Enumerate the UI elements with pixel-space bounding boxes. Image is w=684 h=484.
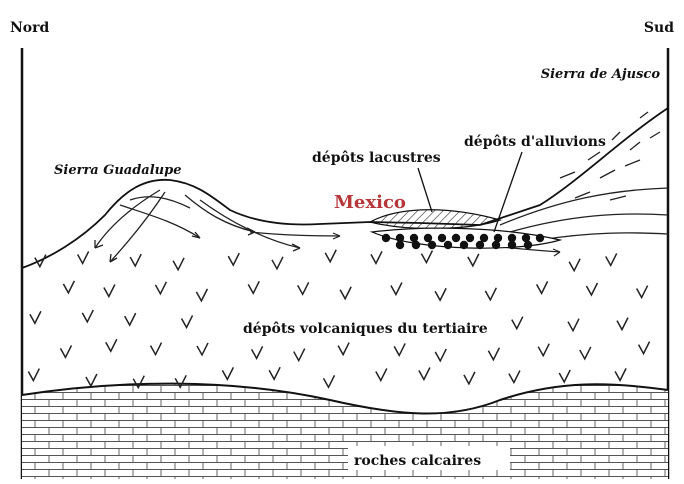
- volcanic-v-mark: [394, 343, 405, 355]
- label-sierra-ajusco: Sierra de Ajusco: [541, 67, 661, 82]
- volcanic-v-mark: [340, 287, 351, 299]
- volcanic-v-mark: [435, 288, 446, 300]
- volcanic-v-mark: [376, 368, 387, 380]
- label-city: Mexico: [334, 192, 406, 213]
- volcanic-v-mark: [272, 257, 283, 269]
- volcanic-v-mark: [104, 285, 115, 297]
- volcanic-v-mark: [606, 253, 617, 265]
- volcanic-v-mark: [580, 347, 591, 359]
- volcanic-v-mark: [228, 253, 239, 265]
- alluvial-dot: [452, 234, 460, 242]
- alluvial-dot: [460, 241, 468, 249]
- volcanic-v-mark: [196, 289, 207, 301]
- alluvial-dot: [438, 234, 446, 242]
- volcanic-v-mark: [106, 339, 117, 351]
- volcanic-v-mark: [538, 344, 549, 356]
- volcanic-v-mark: [435, 349, 446, 361]
- volcanic-v-mark: [325, 250, 336, 262]
- label-alluvial: dépôts d'alluvions: [464, 134, 606, 150]
- lacustrine-leader-line: [418, 168, 432, 212]
- volcanic-v-mark: [639, 342, 650, 354]
- volcanic-v-mark: [509, 371, 520, 383]
- volcanic-v-mark: [60, 345, 71, 357]
- label-south: Sud: [644, 20, 674, 36]
- label-north: Nord: [10, 20, 50, 36]
- terrain-surface-line: [22, 108, 668, 268]
- alluvial-dot: [382, 234, 390, 242]
- volcanic-v-mark: [615, 368, 626, 380]
- volcanic-v-mark: [586, 283, 597, 295]
- volcanic-v-mark: [464, 372, 475, 384]
- alluvial-dot: [396, 241, 404, 249]
- volcanic-v-mark: [512, 317, 523, 329]
- volcanic-v-mark: [559, 370, 570, 382]
- volcanic-v-mark: [125, 313, 136, 325]
- volcanic-v-mark: [421, 251, 432, 263]
- volcanic-v-mark: [537, 281, 548, 293]
- volcanic-v-mark: [63, 281, 74, 293]
- alluvial-dot: [412, 241, 420, 249]
- volcanic-v-mark: [82, 310, 93, 322]
- alluvial-dot: [524, 241, 532, 249]
- volcanic-v-mark: [391, 283, 402, 295]
- volcanic-v-mark: [468, 254, 479, 266]
- volcanic-v-mark: [78, 251, 89, 263]
- volcanic-v-mark: [222, 367, 233, 379]
- sierra-ajusco-strata: [500, 112, 668, 240]
- volcanic-v-mark: [269, 367, 280, 379]
- volcanic-v-mark: [338, 343, 349, 355]
- volcanic-v-mark: [569, 259, 580, 271]
- alluvial-leader-line: [494, 152, 522, 232]
- volcanic-v-mark: [173, 258, 184, 270]
- volcanic-v-mark: [419, 368, 430, 380]
- volcanic-v-mark: [182, 315, 193, 327]
- label-sierra-guadalupe: Sierra Guadalupe: [54, 163, 182, 178]
- volcanic-v-mark: [568, 319, 579, 331]
- volcanic-v-mark: [252, 346, 263, 358]
- limestone-layer: [22, 384, 668, 479]
- volcanic-v-mark: [197, 343, 208, 355]
- volcanic-v-mark: [488, 348, 499, 360]
- volcanic-v-mark: [298, 282, 309, 294]
- label-volcanic: dépôts volcaniques du tertiaire: [243, 321, 488, 337]
- alluvial-dot: [466, 234, 474, 242]
- volcanic-v-mark: [294, 349, 305, 361]
- volcanic-v-mark: [30, 311, 41, 323]
- volcanic-v-mark: [324, 375, 335, 387]
- volcanic-v-mark: [371, 251, 382, 263]
- alluvial-dot: [428, 241, 436, 249]
- alluvial-dot: [444, 241, 452, 249]
- volcanic-v-mark: [86, 374, 97, 386]
- volcanic-v-mark: [155, 282, 166, 294]
- volcanic-v-mark: [130, 254, 141, 266]
- label-limestone: roches calcaires: [354, 453, 481, 469]
- volcanic-v-mark: [151, 343, 162, 355]
- alluvial-dot: [536, 234, 544, 242]
- volcanic-v-mark: [637, 286, 648, 298]
- volcanic-v-mark: [485, 288, 496, 300]
- alluvial-dot: [476, 241, 484, 249]
- alluvial-dot: [508, 241, 516, 249]
- volcanic-v-mark: [617, 318, 628, 330]
- volcanic-v-mark: [248, 281, 259, 293]
- sierra-guadalupe-flows: [95, 190, 300, 262]
- alluvial-dot: [492, 241, 500, 249]
- volcanic-v-mark: [28, 369, 39, 381]
- label-lacustrine: dépôts lacustres: [312, 150, 441, 166]
